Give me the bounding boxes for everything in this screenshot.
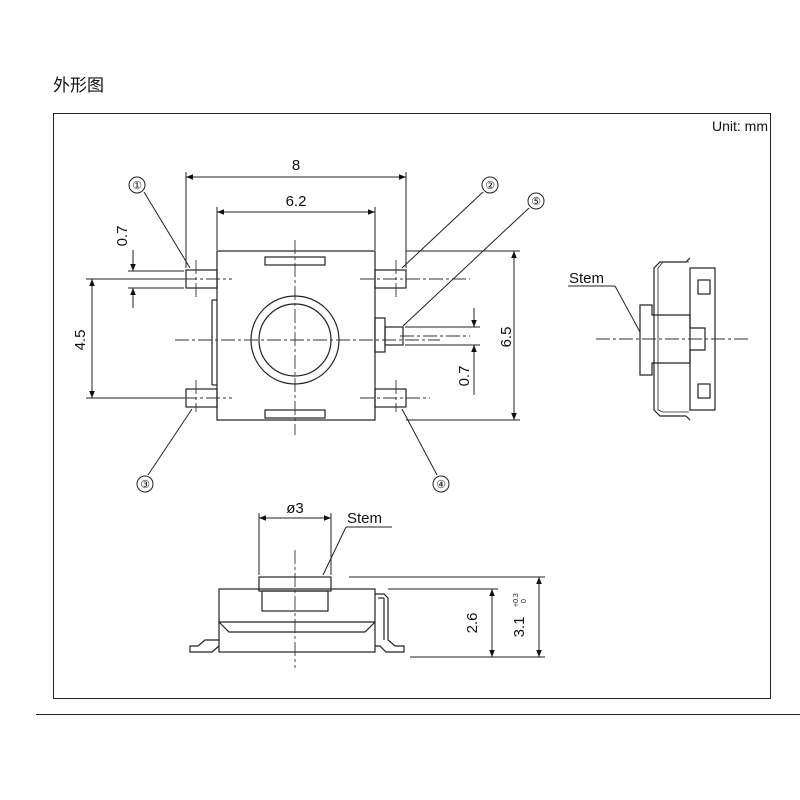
top-view-centerlines	[160, 240, 470, 435]
dim-pin-pitch: 4.5	[72, 330, 89, 351]
callout-2-circle	[481, 176, 499, 194]
page-title: 外形图	[53, 76, 104, 96]
front-stem-label: Stem	[347, 510, 382, 527]
switch-body	[216, 250, 376, 421]
dim-pin-width-right: 0.7	[456, 366, 473, 387]
unit-label: Unit: mm	[712, 118, 768, 134]
dim-tolerance-lower: 0	[521, 599, 528, 603]
dim-stem-diameter: ø3	[286, 500, 304, 517]
front-view	[189, 576, 405, 653]
bottom-divider	[36, 714, 800, 715]
side-stem-leader	[568, 285, 641, 333]
drawing-frame: Unit: mm	[53, 113, 771, 699]
front-right-terminal	[375, 593, 405, 653]
callout-3-circle	[136, 475, 154, 493]
side-stem-label: Stem	[569, 270, 604, 287]
dim-width-outer: 8	[292, 157, 300, 174]
pin-callouts	[128, 176, 545, 493]
dim-total-height: 3.1	[511, 617, 528, 638]
top-view	[185, 250, 407, 421]
front-left-terminal	[189, 639, 220, 653]
callout-3: ③	[140, 479, 150, 491]
callout-5: ⑤	[531, 196, 541, 208]
pin-5-base	[374, 317, 386, 353]
callout-1: ①	[132, 180, 142, 192]
dim-total-height-group: 3.1 +0.3 0	[511, 593, 528, 637]
callout-1-circle	[128, 176, 146, 194]
front-view-dimensions	[258, 513, 545, 658]
dim-pin-width-left: 0.7	[114, 226, 131, 247]
pin-callout-labels: ① ② ③ ④ ⑤	[132, 180, 541, 491]
dim-width-inner: 6.2	[286, 193, 307, 210]
callout-2: ②	[485, 180, 495, 192]
top-view-dimensions	[86, 172, 530, 476]
side-stem	[639, 304, 706, 376]
callout-5-circle	[527, 192, 545, 210]
dim-body-height: 2.6	[464, 613, 481, 634]
callout-4-circle	[432, 475, 450, 493]
top-view-labels: 8 6.2 0.7 4.5 6.5 0.7	[72, 157, 515, 386]
front-body	[218, 588, 376, 653]
dim-height: 6.5	[498, 327, 515, 348]
callout-4: ④	[436, 479, 446, 491]
front-view-labels: ø3 Stem 2.6 3.1 +0.3 0	[286, 500, 528, 637]
dim-tolerance-upper: +0.3	[513, 593, 520, 607]
